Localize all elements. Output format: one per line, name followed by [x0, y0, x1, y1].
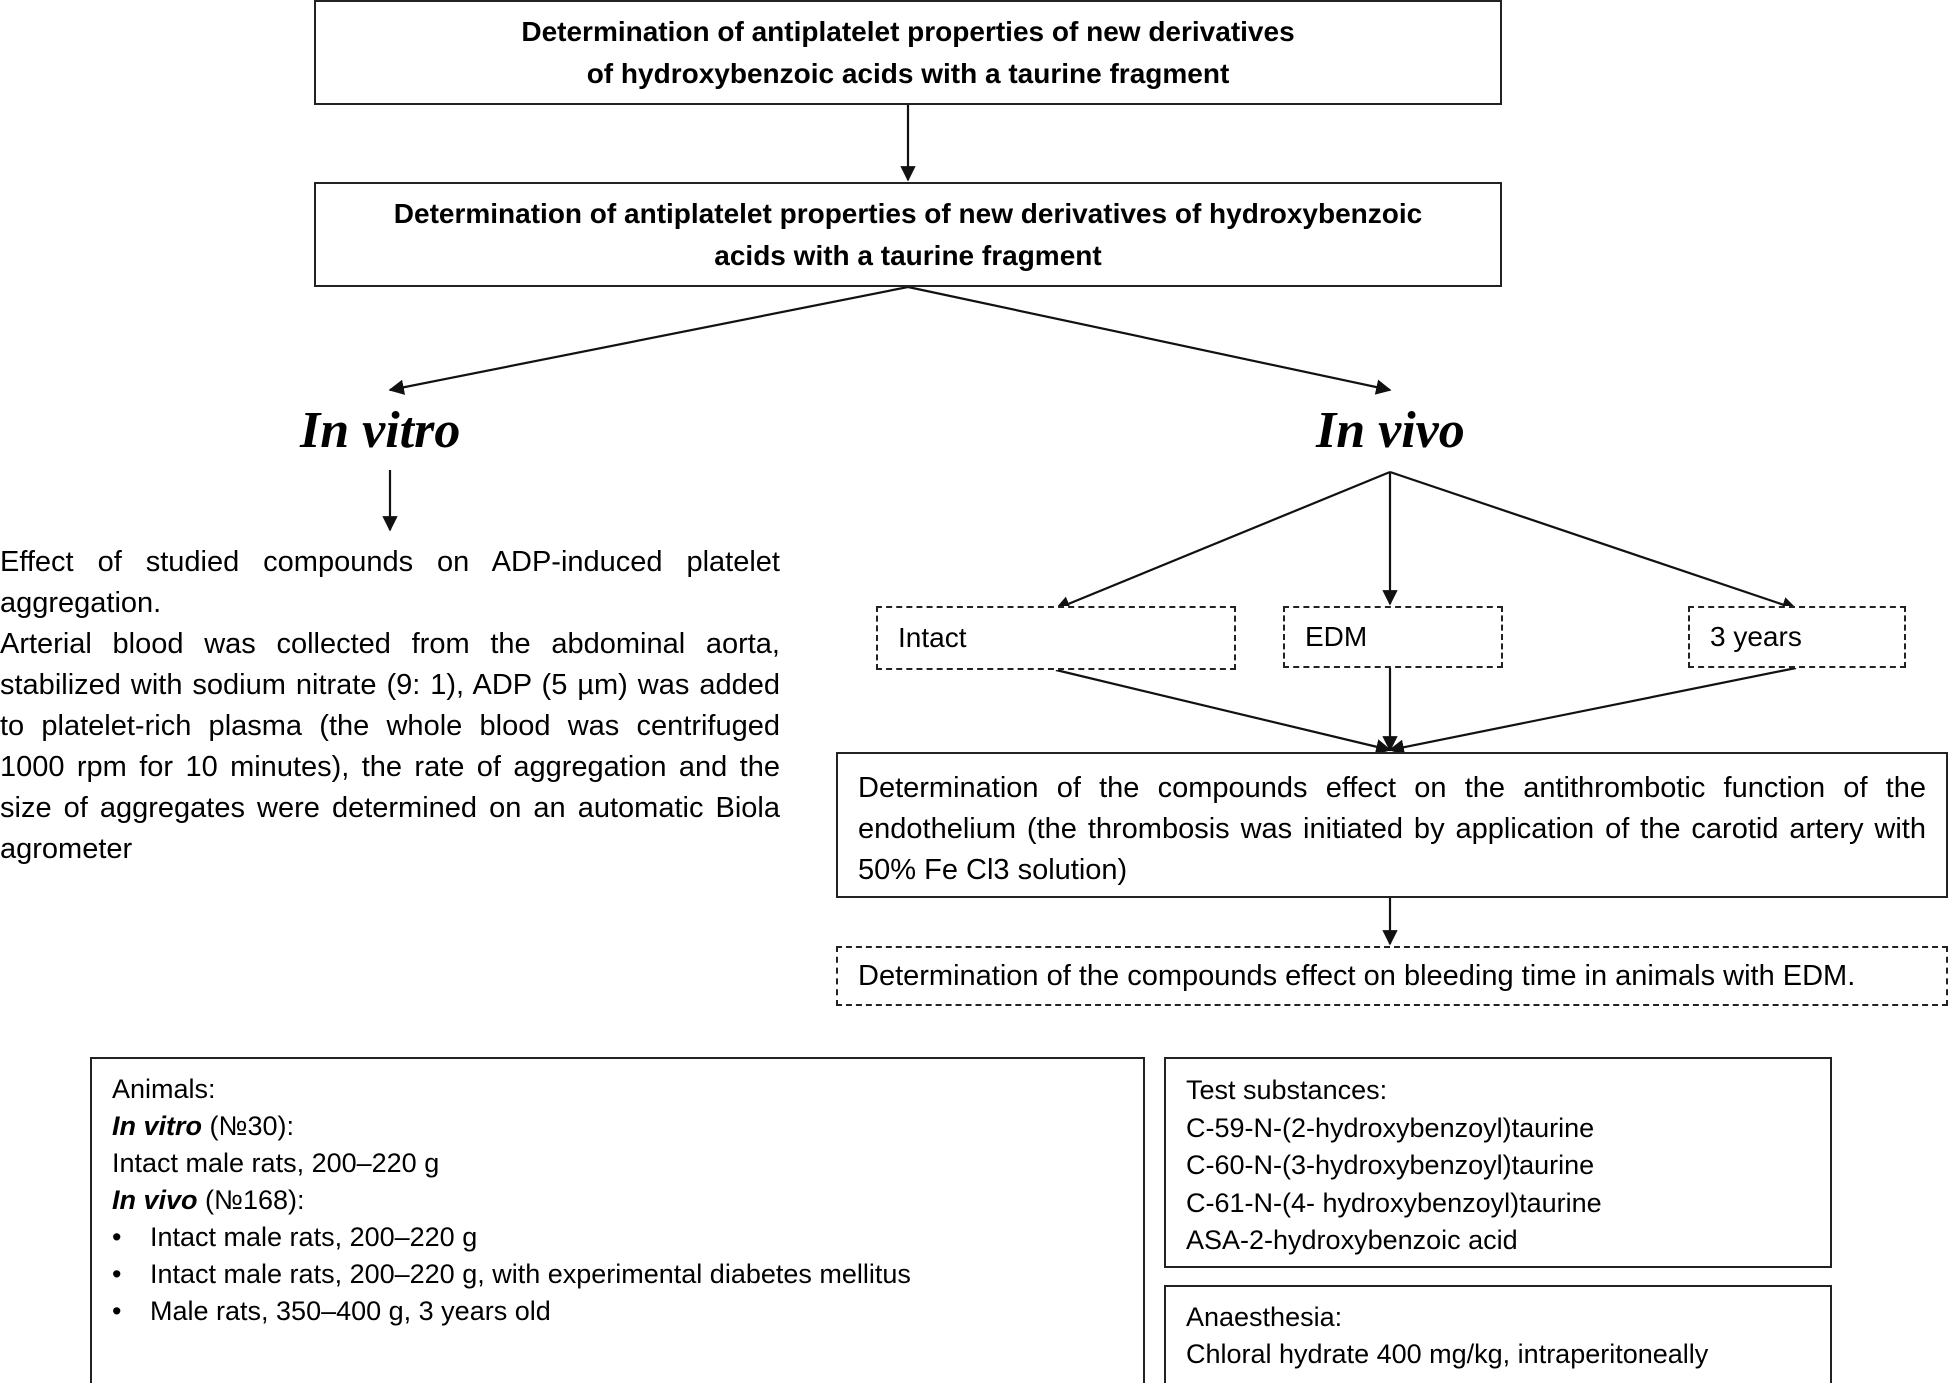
bleeding-time-text: Determination of the compounds effect on… [858, 959, 1856, 992]
animals-in-vitro-label: In vitro [112, 1111, 203, 1141]
test-substance-item: C-59-N-(2-hydroxybenzoyl)taurine [1186, 1112, 1595, 1143]
endothelium-text: Determination of the compounds effect on… [858, 772, 1926, 886]
group-3-years-box: 3 years [1688, 606, 1906, 668]
animals-in-vivo-item-2: Intact male rats, 200–220 g, with experi… [150, 1259, 911, 1289]
in-vivo-heading: In vivo [1316, 402, 1465, 459]
title-line-1: Determination of antiplatelet properties… [521, 15, 1295, 47]
group-3-years-label: 3 years [1710, 621, 1802, 652]
anaesthesia-text: Chloral hydrate 400 mg/kg, intraperitone… [1186, 1339, 1709, 1369]
group-edm-box: EDM [1283, 606, 1503, 668]
test-substances-box: Test substances: C-59-N-(2-hydroxybenzoy… [1164, 1057, 1832, 1268]
anaesthesia-box: Anaesthesia: Chloral hydrate 400 mg/kg, … [1164, 1285, 1832, 1383]
bleeding-time-box: Determination of the compounds effect on… [836, 946, 1948, 1006]
title-box: Determination of antiplatelet properties… [314, 0, 1502, 105]
test-substance-item: ASA-2-hydroxybenzoic acid [1186, 1225, 1518, 1255]
bullet-icon: • [112, 1259, 122, 1289]
test-substance-item: C-61-N-(4- hydroxybenzoyl)taurine [1186, 1187, 1602, 1218]
arrow-in-vivo-to-intact [1054, 470, 1391, 611]
bullet-icon: • [112, 1222, 122, 1252]
in-vitro-paragraph-2: Arterial blood was collected from the ab… [0, 628, 780, 865]
animals-in-vivo-count: (№168): [197, 1185, 305, 1215]
arrow-intact-to-endothelium [1055, 668, 1392, 755]
endothelium-box: Determination of the compounds effect on… [836, 752, 1948, 898]
group-edm-label: EDM [1305, 621, 1368, 652]
animals-in-vitro-count: (№30): [202, 1111, 294, 1141]
subtitle-box: Determination of antiplatelet properties… [314, 182, 1502, 287]
animals-in-vitro-row: In vitro (№30): [112, 1108, 1143, 1145]
group-intact-label: Intact [898, 622, 967, 653]
animals-in-vivo-item-1: Intact male rats, 200–220 g [150, 1222, 478, 1252]
list-item: • Male rats, 350–400 g, 3 years old [112, 1293, 1143, 1330]
in-vitro-heading: In vitro [300, 402, 461, 459]
bullet-icon: • [112, 1296, 122, 1326]
arrow-3-years-to-endothelium [1388, 666, 1797, 755]
animals-in-vitro-item: Intact male rats, 200–220 g [112, 1148, 440, 1178]
test-substance-item: C-60-N-(3-hydroxybenzoyl)taurine [1186, 1150, 1595, 1180]
animals-heading: Animals: [112, 1074, 216, 1104]
title-line-2: of hydroxybenzoic acids with a taurine f… [586, 57, 1230, 89]
arrow-subtitle-to-in-vitro [388, 285, 909, 395]
test-substances-heading: Test substances: [1186, 1075, 1388, 1105]
group-intact-box: Intact [876, 606, 1236, 670]
subtitle-line-1: Determination of antiplatelet properties… [393, 197, 1423, 229]
arrow-subtitle-to-in-vivo [907, 285, 1392, 395]
list-item: • Intact male rats, 200–220 g, with exper… [112, 1256, 1143, 1293]
animals-in-vivo-label: In vivo [112, 1185, 198, 1215]
in-vitro-description: Effect of studied compounds on ADP-induc… [0, 542, 780, 870]
in-vitro-paragraph-1: Effect of studied compounds on ADP-induc… [0, 546, 780, 619]
anaesthesia-heading: Anaesthesia: [1186, 1302, 1343, 1332]
arrow-in-vivo-to-3-years [1389, 470, 1798, 612]
animals-box: Animals: In vitro (№30): Intact male rat… [90, 1057, 1145, 1383]
animals-in-vivo-item-3: Male rats, 350–400 g, 3 years old [150, 1296, 551, 1326]
animals-in-vivo-row: In vivo (№168): [112, 1182, 1143, 1219]
subtitle-line-2: acids with a taurine fragment [714, 239, 1102, 271]
list-item: • Intact male rats, 200–220 g [112, 1219, 1143, 1256]
